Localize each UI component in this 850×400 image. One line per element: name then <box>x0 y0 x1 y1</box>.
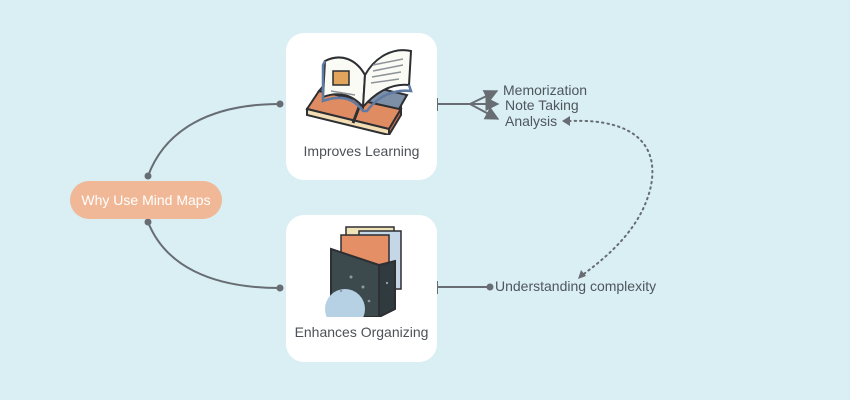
connector-dot <box>276 100 284 108</box>
connector-dot <box>276 284 284 292</box>
leaf-note-taking[interactable]: Note Taking <box>505 97 579 113</box>
leaf-memorization[interactable]: Memorization <box>503 82 588 98</box>
branch-label: Enhances Organizing <box>294 324 429 340</box>
relation-dotted-curve <box>568 119 654 277</box>
branch-card-enhances-organizing[interactable]: Enhances Organizing <box>286 215 437 362</box>
file-organizer-icon <box>325 226 402 317</box>
connector-dot <box>144 218 152 226</box>
relation-arrowhead-end <box>578 270 586 279</box>
leaf-analysis[interactable]: Analysis <box>505 113 558 129</box>
root-node[interactable]: Why Use Mind Maps <box>70 181 222 219</box>
branch-card-improves-learning[interactable]: Improves Learning <box>286 33 437 180</box>
relation-arrowhead-start <box>562 116 570 126</box>
connector-dot <box>144 172 152 180</box>
connector-root-to-learning <box>147 103 281 177</box>
connector-dot <box>486 283 494 291</box>
leaf-understanding-complexity[interactable]: Understanding complexity <box>495 278 657 294</box>
branch-label: Improves Learning <box>303 143 420 159</box>
root-node-label: Why Use Mind Maps <box>81 192 211 208</box>
connector-to-analysis <box>469 103 500 120</box>
open-book-on-stack-icon <box>305 49 413 135</box>
connector-root-to-organizing <box>147 221 281 289</box>
connector-to-memorization <box>469 90 499 105</box>
